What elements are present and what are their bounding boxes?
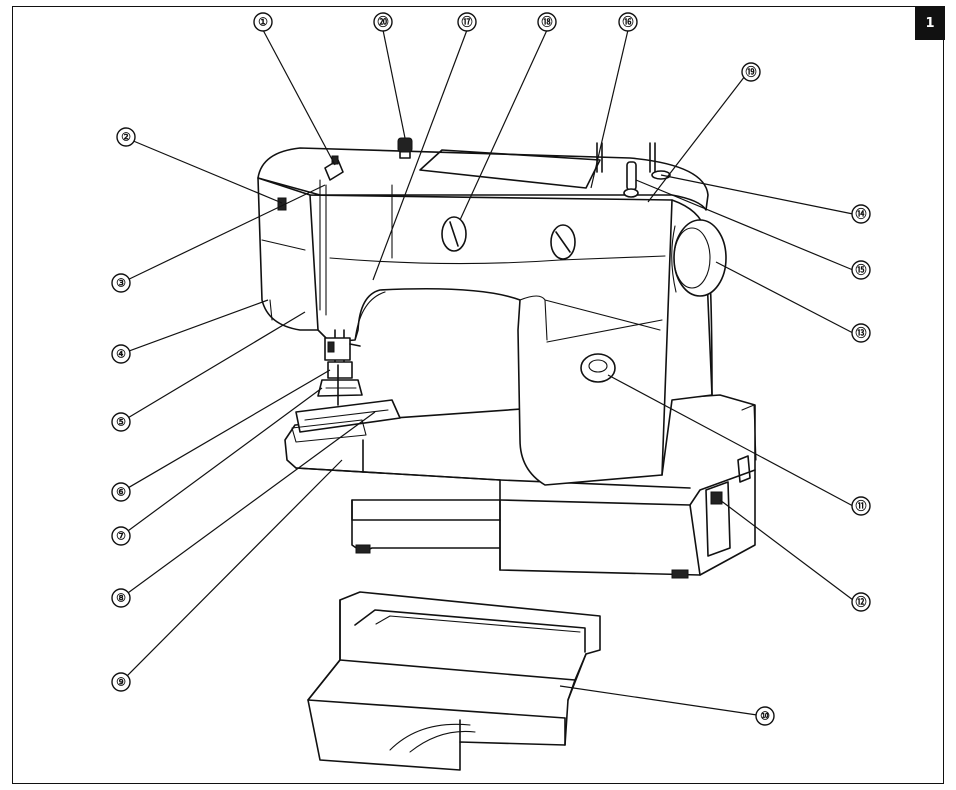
svg-text:⑱: ⑱ <box>542 15 553 29</box>
callout-3: ③ <box>111 273 131 293</box>
callout-4: ④ <box>111 344 131 364</box>
svg-text:⑲: ⑲ <box>746 65 757 79</box>
svg-text:⑧: ⑧ <box>116 592 126 605</box>
callout-15: ⑮ <box>851 260 871 280</box>
callout-9: ⑨ <box>111 672 131 692</box>
callout-11: ⑪ <box>851 496 871 516</box>
svg-text:⑪: ⑪ <box>856 499 867 513</box>
svg-text:⑦: ⑦ <box>116 530 126 543</box>
needle-presser-assembly <box>291 329 401 443</box>
callout-18: ⑱ <box>537 12 557 32</box>
callout-5: ⑤ <box>111 412 131 432</box>
callout-16: ⑯ <box>618 12 638 32</box>
svg-text:⑨: ⑨ <box>116 676 126 689</box>
leader-lines <box>120 29 854 716</box>
svg-text:⑤: ⑤ <box>116 416 126 429</box>
page-number-tab: 1 <box>915 6 945 40</box>
callout-20: ⑳ <box>373 12 393 32</box>
callout-14: ⑭ <box>851 204 871 224</box>
callout-2: ② <box>116 127 136 147</box>
callout-13: ⑬ <box>851 323 871 343</box>
svg-text:⑰: ⑰ <box>462 15 473 29</box>
callout-6: ⑥ <box>111 482 131 502</box>
callout-12: ⑫ <box>851 592 871 612</box>
svg-text:⑬: ⑬ <box>856 326 867 340</box>
callout-8: ⑧ <box>111 588 131 608</box>
svg-text:④: ④ <box>116 348 126 361</box>
diagram-frame <box>12 6 944 784</box>
svg-text:②: ② <box>121 131 131 144</box>
svg-text:⑯: ⑯ <box>623 15 634 29</box>
svg-text:①: ① <box>258 16 268 29</box>
callout-10: ⑩ <box>755 706 775 726</box>
svg-text:⑮: ⑮ <box>856 263 867 277</box>
callout-17: ⑰ <box>457 12 477 32</box>
svg-text:⑳: ⑳ <box>378 15 389 29</box>
svg-text:③: ③ <box>116 277 126 290</box>
callout-19: ⑲ <box>741 62 761 82</box>
svg-text:⑥: ⑥ <box>116 486 126 499</box>
callout-1: ① <box>253 12 273 32</box>
callout-7: ⑦ <box>111 526 131 546</box>
accessory-box <box>307 591 601 771</box>
machine-body <box>257 137 727 486</box>
svg-text:⑫: ⑫ <box>856 595 867 609</box>
svg-text:⑭: ⑭ <box>856 207 867 221</box>
svg-text:⑩: ⑩ <box>760 710 770 723</box>
